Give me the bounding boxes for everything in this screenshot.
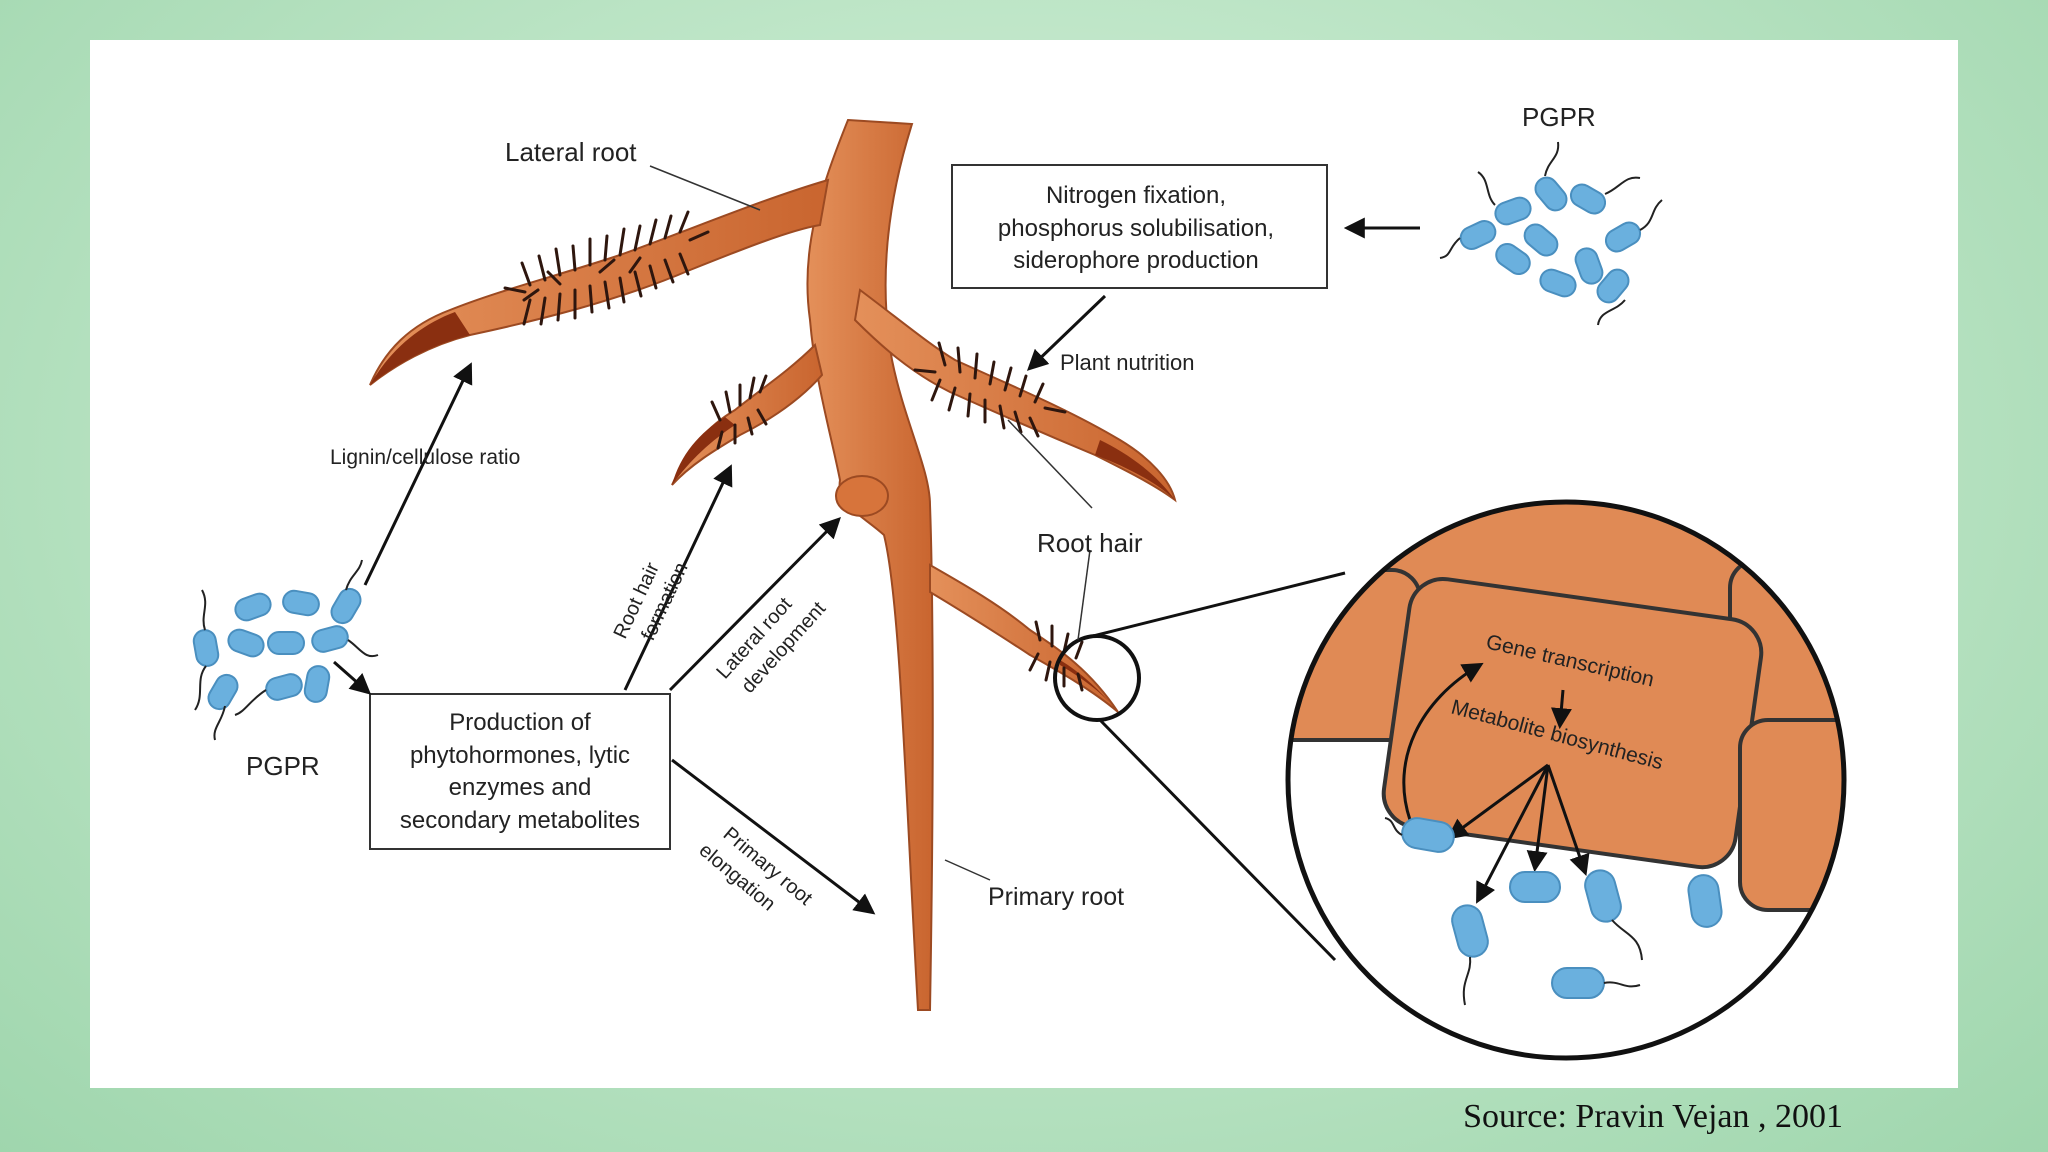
hair-cluster-lower-right [1028,620,1084,692]
hair-cluster-small [710,374,768,450]
primary-root-label: Primary root [988,883,1124,911]
pgpr-cluster-left [192,559,379,741]
nutrition-box-text: Nitrogen fixation, phosphorus solubilisa… [998,182,1274,274]
small-focus-circle [1053,634,1141,722]
root-hair-clusters [503,210,1084,692]
production-box [369,693,671,850]
root-cell-magnification [1053,499,1847,1061]
leader-lines [649,165,1093,881]
hair-cluster-upper-left [503,210,710,326]
pgpr-top-label: PGPR [1522,102,1596,132]
source-citation: Source: Pravin Vejan , 2001 [1463,1098,1843,1135]
svg-text:secondary metabolites: secondary metabolites [400,807,640,834]
lateral-root-upper-left [369,178,830,386]
svg-text:Production of: Production of [449,709,591,736]
primary-root-elongation-label: Primary root elongation [695,823,817,915]
plant-nutrition-label: Plant nutrition [1060,350,1195,375]
root-system [369,118,1177,1011]
svg-text:phytohormones, lytic: phytohormones, lytic [410,742,630,769]
internal-arrows [1402,662,1590,904]
bacteria-flagella-circle [1384,817,1643,1006]
lateral-root-development-label: Lateral root development [712,593,830,698]
root-hair-label: Root hair [1037,528,1143,558]
svg-text:phosphorus solubilisation,: phosphorus solubilisation, [998,215,1274,242]
lignin-ratio-label: Lignin/cellulose ratio [330,446,520,469]
production-box-text: Production of phytohormones, lytic enzym… [400,709,640,834]
svg-text:siderophore production: siderophore production [1013,247,1259,274]
arrows [333,217,1420,915]
lateral-root-label: Lateral root [505,137,637,167]
root-hair-formation-label: Root hair formation [610,559,693,644]
nutrition-box [951,164,1328,289]
bacteria-in-circle [1401,817,1723,999]
svg-text:Nitrogen fixation,: Nitrogen fixation, [1046,182,1226,209]
lateral-root-small [671,343,824,486]
svg-text:enzymes and: enzymes and [449,774,592,801]
hair-cluster-right [913,341,1067,438]
pgpr-cluster-top [1439,141,1663,326]
pgpr-left-label: PGPR [246,751,320,781]
